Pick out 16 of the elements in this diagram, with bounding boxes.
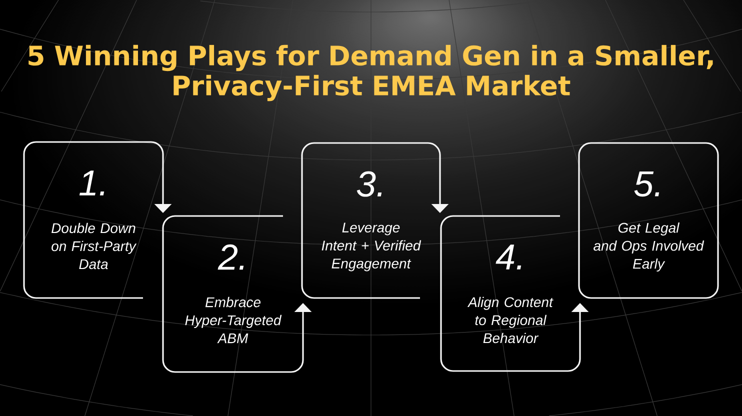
step-number: 1. (79, 170, 104, 196)
step-number: 5. (634, 171, 660, 197)
step-box (578, 142, 719, 299)
step-box (162, 215, 304, 373)
step-number: 2. (218, 244, 244, 270)
title: 5 Winning Plays for Demand Gen in a Smaller, Privacy-First EMEA Market (28, 44, 713, 102)
step-description: Align Content to Regional Behavior (467, 296, 554, 344)
step-box (301, 142, 441, 299)
step-description: Leverage Intent + Verified Engagement (322, 222, 422, 272)
step-description: Embrace Hyper-Targeted ABM (185, 296, 282, 344)
step-box (23, 141, 164, 299)
step-description: Double Down on First-Party Data (52, 222, 137, 270)
step-description: Get Legal and Ops Involved Early (594, 222, 704, 272)
step-number: 3. (356, 171, 382, 197)
step-number: 4. (496, 244, 522, 270)
step-box (440, 215, 581, 372)
